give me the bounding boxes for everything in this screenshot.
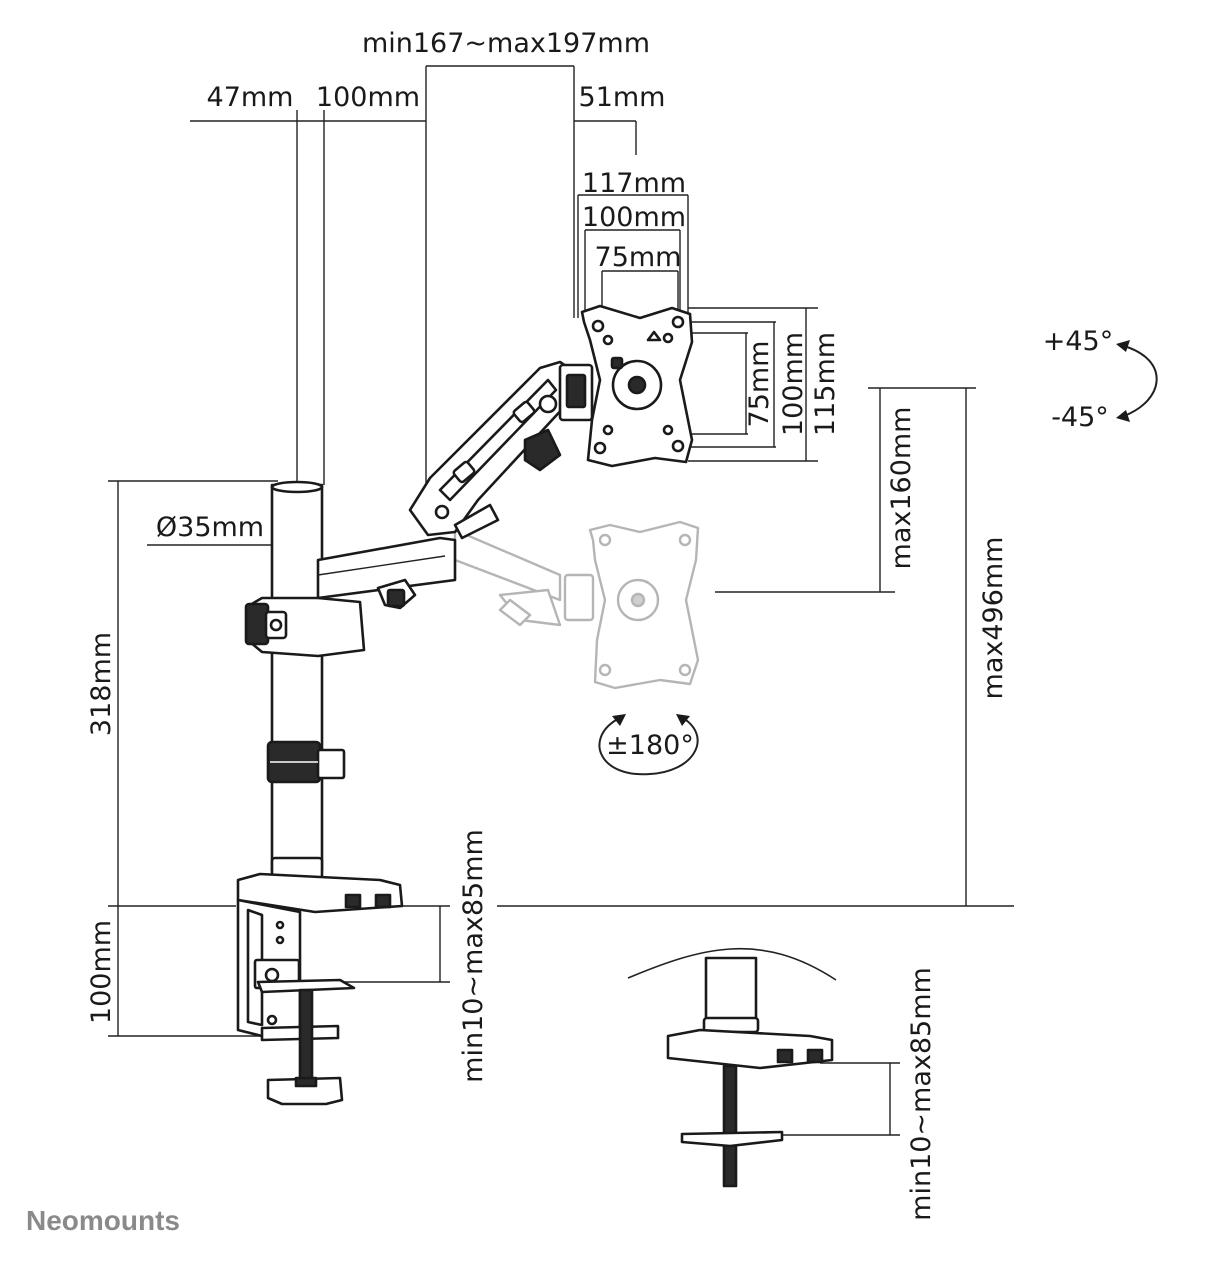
label-swivel: ±180° <box>606 730 694 761</box>
label-top-range: min167~max197mm <box>362 28 650 59</box>
lowered-arm-ghost <box>453 520 700 690</box>
label-vesa-height-mid: 100mm <box>778 332 809 436</box>
label-vesa-width-outer: 117mm <box>582 168 686 199</box>
upper-arm <box>408 360 580 540</box>
label-clamp-range: min10~max85mm <box>458 829 489 1083</box>
label-vesa-offset: 51mm <box>579 82 666 113</box>
lower-arm <box>316 536 457 610</box>
label-vesa-width-inner: 75mm <box>595 242 682 273</box>
label-vesa-height-outer: 115mm <box>810 332 841 436</box>
tilt-arrow-icon <box>1116 340 1158 422</box>
label-tilt-up: +45° <box>1043 326 1113 357</box>
vesa-plate <box>580 304 694 468</box>
brand-logo: Neomounts <box>26 1205 180 1236</box>
desk-clamp <box>236 856 404 1106</box>
dimension-lines <box>108 65 1014 1136</box>
label-max-height-adjust: max160mm <box>886 407 917 570</box>
label-vesa-height-inner: 75mm <box>744 341 775 428</box>
label-clamp-height: 100mm <box>86 920 117 1024</box>
label-max-total-height: max496mm <box>978 537 1009 700</box>
tilt-head <box>558 363 594 422</box>
dimension-labels: min167~max197mm 47mm 100mm 51mm 117mm 10… <box>86 28 1113 1221</box>
swivel-arrow-icon <box>598 714 699 776</box>
label-tilt-down: -45° <box>1051 402 1109 433</box>
label-pole-height: 318mm <box>86 632 117 736</box>
arm-hub <box>244 596 366 658</box>
pole <box>266 480 346 872</box>
label-pole-diameter: Ø35mm <box>156 512 264 543</box>
label-vesa-width-mid: 100mm <box>582 202 686 233</box>
label-arm-offset: 100mm <box>316 82 420 113</box>
label-grommet-range: min10~max85mm <box>906 967 937 1221</box>
grommet-inset <box>627 947 837 1188</box>
label-pole-offset: 47mm <box>207 82 294 113</box>
